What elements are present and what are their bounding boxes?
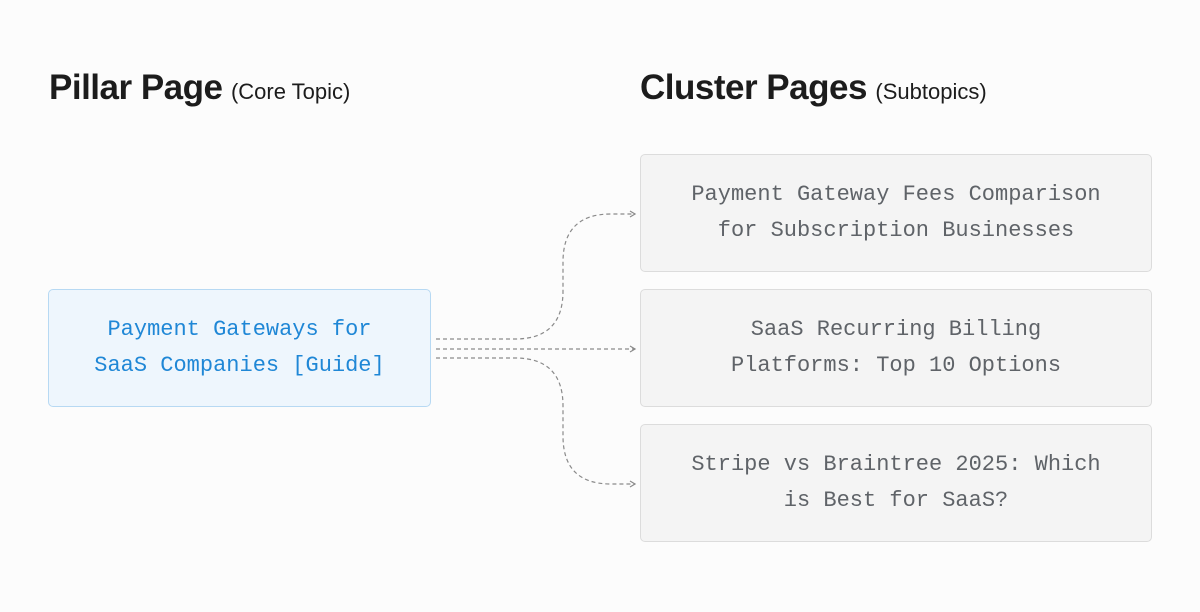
connector-to-cluster-1 [436,210,637,340]
cluster-page-box: Stripe vs Braintree 2025: Which is Best … [640,424,1152,542]
connector-to-cluster-3 [436,357,637,488]
cluster-heading: Cluster Pages (Subtopics) [640,68,987,108]
pillar-page-box: Payment Gateways for SaaS Companies [Gui… [48,289,431,407]
cluster-heading-title: Cluster Pages [640,68,867,107]
cluster-page-box: SaaS Recurring Billing Platforms: Top 10… [640,289,1152,407]
cluster-heading-subtitle: (Subtopics) [875,79,987,104]
cluster-page-box: Payment Gateway Fees Comparison for Subs… [640,154,1152,272]
pillar-heading-subtitle: (Core Topic) [230,79,351,104]
pillar-heading: Pillar Page (Core Topic) [49,68,350,108]
pillar-heading-title: Pillar Page [49,68,223,107]
